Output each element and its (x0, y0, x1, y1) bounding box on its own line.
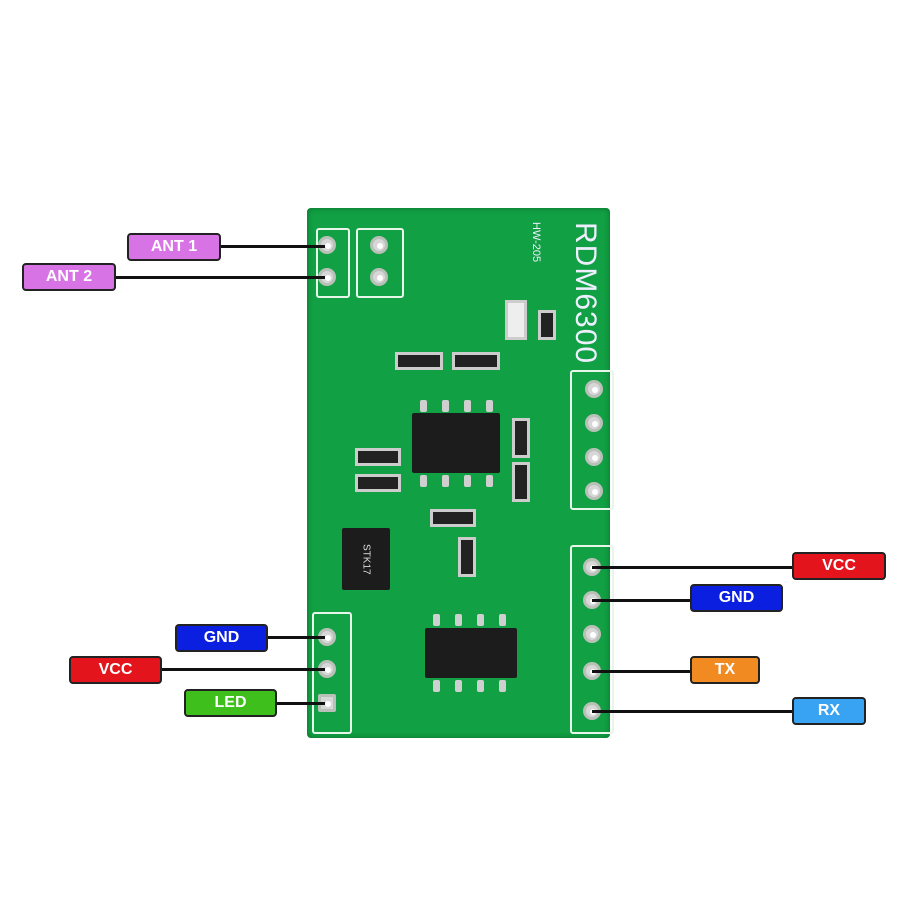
resistor (512, 418, 530, 458)
board-model: HW-205 (530, 222, 542, 263)
resistor (458, 537, 476, 577)
resistor (430, 509, 476, 527)
pad (370, 236, 388, 254)
pad (585, 482, 603, 500)
resistor (355, 448, 401, 466)
ic-chip-lower (425, 628, 517, 678)
antenna-header-outline (316, 228, 350, 298)
pad (585, 380, 603, 398)
pin-label-vcc-left: VCC (69, 656, 162, 684)
led-component (505, 300, 527, 340)
pin-label-led: LED (184, 689, 277, 717)
board-name: RDM6300 (569, 222, 602, 365)
resistor (538, 310, 556, 340)
pad (583, 625, 601, 643)
pin-label-ant1: ANT 1 (127, 233, 221, 261)
resistor (355, 474, 401, 492)
resistor (512, 462, 530, 502)
pin-label-ant2: ANT 2 (22, 263, 116, 291)
pin-label-rx: RX (792, 697, 866, 725)
pin-label-gnd-right: GND (690, 584, 783, 612)
ic-chip-upper (412, 413, 500, 473)
resistor (452, 352, 500, 370)
header-outline (356, 228, 404, 298)
pin-label-tx: TX (690, 656, 760, 684)
voltage-regulator: STK17 (342, 528, 390, 590)
pad (585, 414, 603, 432)
power-header-outline (312, 612, 352, 734)
pad (370, 268, 388, 286)
header-outline (570, 370, 614, 510)
pin-label-gnd-left: GND (175, 624, 268, 652)
resistor (395, 352, 443, 370)
uart-header-outline (570, 545, 614, 734)
pin-label-vcc-right: VCC (792, 552, 886, 580)
pad (585, 448, 603, 466)
